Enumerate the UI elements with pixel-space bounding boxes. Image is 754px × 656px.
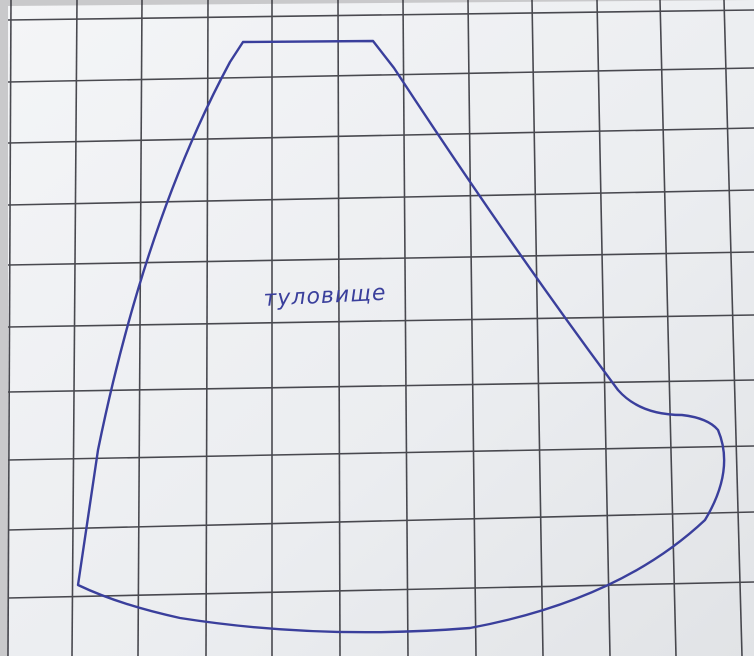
grid-line-horizontal-5 (7, 251, 754, 266)
grid-line-vertical-6 (337, 0, 341, 656)
grid-line-horizontal-6 (7, 314, 754, 328)
grid-line-vertical-9 (531, 0, 544, 656)
grid-line-vertical-10 (596, 0, 611, 656)
grid-paper-sheet (8, 0, 754, 656)
grid-line-vertical-3 (137, 0, 143, 656)
grid-line-horizontal-10 (7, 581, 754, 599)
grid-line-vertical-12 (723, 0, 743, 656)
grid-line-vertical-1 (7, 0, 12, 656)
grid-line-vertical-2 (71, 0, 78, 656)
grid-line-horizontal-2 (7, 67, 754, 83)
grid-line-horizontal-4 (7, 189, 754, 206)
grid-line-horizontal-7 (7, 379, 754, 393)
grid-line-vertical-8 (467, 0, 477, 656)
grid-line-horizontal-3 (7, 127, 754, 144)
grid-line-horizontal-9 (7, 511, 754, 531)
grid-line-vertical-7 (402, 0, 409, 656)
torso-pattern-outline (76, 39, 726, 634)
grid-line-horizontal-1 (7, 9, 754, 21)
grid-line-horizontal-8 (7, 445, 754, 461)
grid-line-vertical-4 (205, 0, 209, 656)
